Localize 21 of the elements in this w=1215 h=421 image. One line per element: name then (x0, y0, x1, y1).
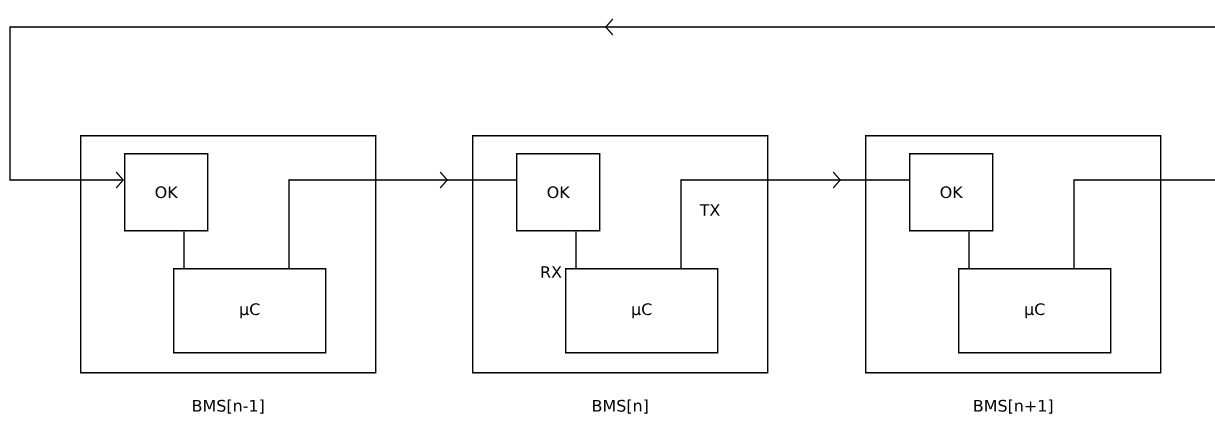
module-label: BMS[n] (593, 399, 648, 414)
module-box (472, 135, 769, 374)
microcontroller-box: µC (565, 268, 719, 354)
signal-line (680, 171, 910, 269)
optocoupler-box: OK (909, 153, 994, 232)
signal-line (288, 171, 517, 269)
pin-label: TX (699, 204, 720, 216)
module-box (865, 135, 1162, 374)
optocoupler-box: OK (516, 153, 601, 232)
module-label: BMS[n-1] (193, 399, 264, 414)
signal-line (1073, 179, 1215, 269)
signal-line (183, 230, 185, 269)
signal-line (575, 230, 577, 269)
microcontroller-box: µC (173, 268, 327, 354)
microcontroller-box: µC (958, 268, 1112, 354)
signal-line (9, 18, 1215, 189)
module-box (80, 135, 377, 374)
optocoupler-box: OK (124, 153, 209, 232)
signal-line (968, 230, 970, 269)
pin-label: RX (541, 266, 562, 278)
module-label: BMS[n+1] (974, 399, 1053, 414)
